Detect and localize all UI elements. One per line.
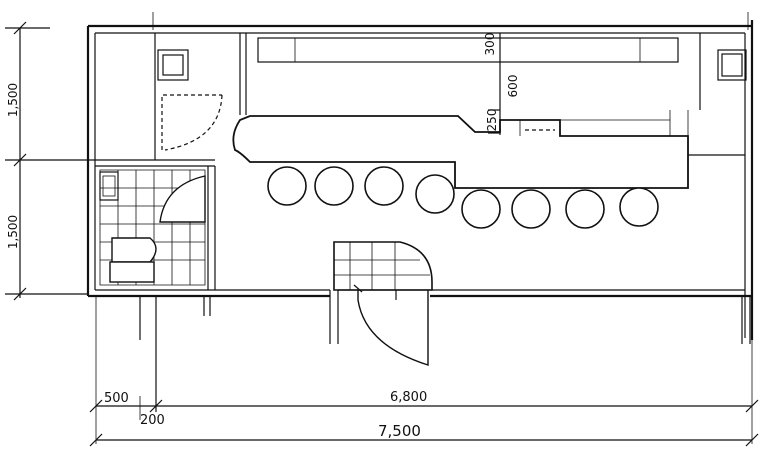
- storage-door: [161, 94, 223, 151]
- extension-lines: [95, 12, 753, 444]
- dimension-300: 300: [483, 33, 497, 56]
- bar-counter: [232, 110, 689, 189]
- left-dimension-line: 1,500 1,500: [5, 21, 95, 301]
- back-counter: [257, 33, 679, 135]
- bar-stools: [267, 166, 659, 229]
- stool: [364, 166, 404, 206]
- dimension-200: 200: [140, 413, 165, 428]
- stool: [511, 189, 551, 229]
- stool: [415, 174, 455, 214]
- interior-partitions: [95, 33, 745, 290]
- toilet-room: [99, 169, 206, 286]
- dimension-left-upper: 1,500: [6, 83, 20, 117]
- stool: [461, 189, 501, 229]
- dimension-500: 500: [104, 391, 129, 406]
- bottom-dimension-lines: 500 200 6,800 7,500: [89, 390, 759, 447]
- entrance-door: [333, 241, 433, 366]
- stool: [565, 189, 605, 229]
- dimension-600: 600: [506, 75, 520, 98]
- stool: [314, 166, 354, 206]
- interior-dimensions: 300 600 250: [483, 33, 520, 134]
- dimension-left-lower: 1,500: [6, 215, 20, 249]
- stool: [267, 166, 307, 206]
- equipment-units: [99, 49, 747, 201]
- exterior-walls: [5, 20, 754, 340]
- dimension-6800: 6,800: [390, 390, 427, 405]
- dimension-250: 250: [485, 109, 499, 132]
- dimension-7500: 7,500: [378, 422, 421, 440]
- stool: [619, 187, 659, 227]
